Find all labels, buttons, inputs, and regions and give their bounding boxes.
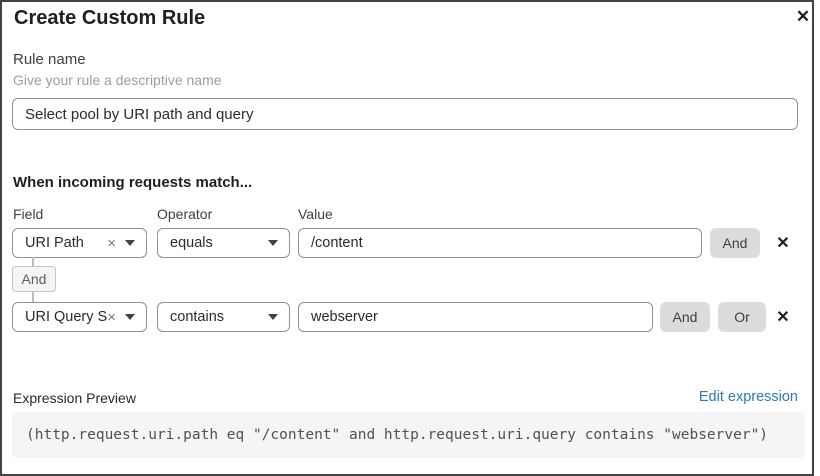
rule-name-label: Rule name	[13, 51, 86, 68]
edit-expression-link[interactable]: Edit expression	[698, 389, 798, 405]
field-select-value: URI Path	[25, 235, 84, 251]
and-button-row2[interactable]: And	[660, 302, 710, 332]
field-select-row1[interactable]: URI Path ×	[12, 228, 147, 258]
column-label-field: Field	[13, 206, 44, 222]
operator-select-row2[interactable]: contains	[157, 302, 290, 332]
column-label-operator: Operator	[157, 206, 213, 222]
match-heading: When incoming requests match...	[13, 174, 253, 191]
remove-row1-icon[interactable]: ✕	[771, 228, 795, 258]
field-select-value: URI Query St...	[25, 309, 108, 325]
expression-preview-label: Expression Preview	[13, 390, 136, 406]
operator-select-value: equals	[170, 235, 213, 251]
chevron-down-icon	[268, 314, 278, 320]
dialog-title: Create Custom Rule	[14, 7, 206, 29]
or-button-row2[interactable]: Or	[718, 302, 766, 332]
expression-preview-block: (http.request.uri.path eq "/content" and…	[12, 412, 805, 458]
and-connector-chip: And	[12, 266, 56, 292]
operator-select-value: contains	[170, 309, 225, 325]
value-input-row1[interactable]	[298, 228, 702, 258]
expression-code: (http.request.uri.path eq "/content" and…	[26, 427, 769, 443]
chevron-down-icon	[125, 240, 135, 246]
clear-icon[interactable]: ×	[107, 234, 116, 252]
column-label-value: Value	[298, 206, 333, 222]
chevron-down-icon	[125, 314, 135, 320]
clear-icon[interactable]: ×	[107, 308, 116, 326]
rule-name-input[interactable]	[12, 98, 798, 130]
remove-row2-icon[interactable]: ✕	[771, 302, 795, 332]
and-button-row1[interactable]: And	[710, 228, 760, 258]
close-icon[interactable]: ✕	[790, 4, 816, 30]
chevron-down-icon	[268, 240, 278, 246]
field-select-row2[interactable]: URI Query St... ×	[12, 302, 147, 332]
rule-name-helper: Give your rule a descriptive name	[13, 72, 222, 88]
value-input-row2[interactable]	[298, 302, 653, 332]
operator-select-row1[interactable]: equals	[157, 228, 290, 258]
